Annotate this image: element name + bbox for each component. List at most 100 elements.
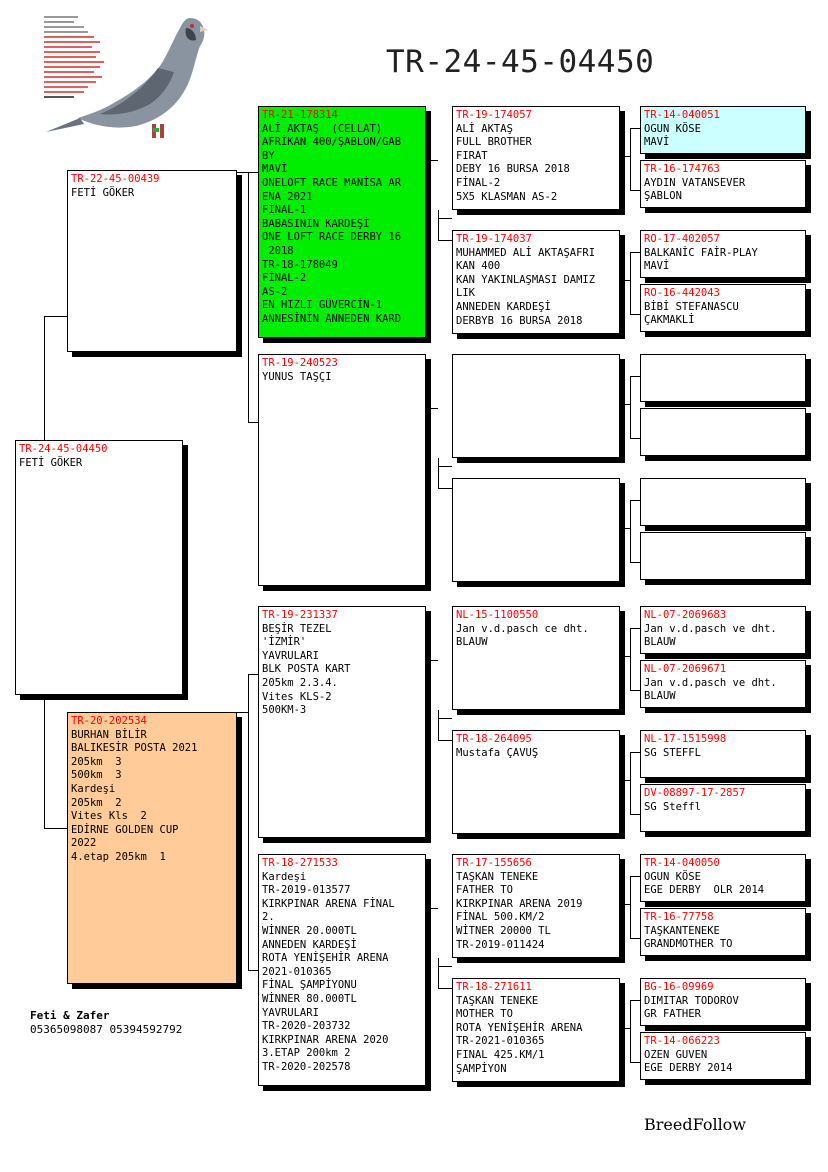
info-line: 2022 <box>71 837 97 850</box>
pedigree-box-g5[interactable] <box>640 354 806 402</box>
ring-number: DV-08897-17-2857 <box>644 787 746 799</box>
info-line: YAVRULARI <box>262 649 319 662</box>
info-line: TAŞKANTENEKE <box>644 924 720 937</box>
pedigree-box-g7[interactable] <box>640 478 806 526</box>
connector-line <box>630 314 640 315</box>
pedigree-box-sds[interactable] <box>452 354 620 458</box>
info-line: EGE DERBY OLR 2014 <box>644 884 765 897</box>
connector-line <box>44 316 67 317</box>
info-line: AYDIN VATANSEVER <box>644 176 746 189</box>
info-line: TR-2020-203732 <box>262 1020 351 1033</box>
connector-line <box>630 128 640 129</box>
connector-line <box>630 500 631 562</box>
info-line: 'İZMİR' <box>262 636 307 649</box>
info-line: EN HIZLI GÜVERCİN-1 <box>262 299 383 312</box>
owner-info: Feti & Zafer 05365098087 05394592792 <box>30 1009 182 1037</box>
ring-number: TR-18-271533 <box>262 857 338 869</box>
pedigree-box-sdd[interactable] <box>452 478 620 582</box>
ring-number: TR-19-240523 <box>262 357 338 369</box>
connector-line <box>426 660 438 661</box>
connector-line <box>630 128 631 190</box>
info-line: Jan v.d.pasch ve dht. <box>644 676 777 689</box>
info-line: AS-2 <box>262 285 288 298</box>
info-line: 2018 <box>262 244 294 257</box>
connector-line <box>630 814 640 815</box>
info-line: BLAUW <box>644 636 676 649</box>
info-line: Mustafa ÇAVUŞ <box>456 746 539 759</box>
info-line: OGUN KÖSE <box>644 122 701 135</box>
info-line: ŞABLON <box>644 190 682 203</box>
info-line: YAVRULARI <box>262 1006 319 1019</box>
info-line: BURHAN BİLİR <box>71 728 147 741</box>
connector-line <box>630 252 631 314</box>
info-line: WİNNER 80.000TL <box>262 992 357 1005</box>
info-line: FİNAL ŞAMPİYONU <box>262 979 357 992</box>
info-line: ENA 2021 <box>262 190 313 203</box>
ring-number: NL-17-1515998 <box>644 733 727 745</box>
connector-line <box>438 718 452 719</box>
info-line: ALİ AKTAŞ (CELLAT) <box>262 122 383 135</box>
ring-number: TR-22-45-00439 <box>71 173 160 185</box>
info-line: FİNAL-2 <box>262 272 307 285</box>
pedigree-box-g8[interactable] <box>640 532 806 580</box>
connector-line <box>438 988 452 989</box>
info-line: EGE DERBY 2014 <box>644 1062 733 1075</box>
info-line: Vites KLS-2 <box>262 690 332 703</box>
ring-number: TR-21-178314 <box>262 109 338 121</box>
connector-line <box>438 218 439 240</box>
info-line: BLAUW <box>456 636 488 649</box>
info-line: 205km 3 <box>71 755 122 768</box>
pedigree-title: TR-24-45-04450 <box>386 44 655 80</box>
connector-line <box>426 908 438 909</box>
connector-line <box>624 404 630 405</box>
info-line: MOTHER TO <box>456 1008 513 1021</box>
connector-line <box>438 240 452 241</box>
info-line: YUNUS TAŞÇI <box>262 370 332 383</box>
ring-number: TR-19-231337 <box>262 609 338 621</box>
connector-line <box>630 190 640 191</box>
info-line: DIMITAR TODOROV <box>644 994 739 1007</box>
connector-line <box>248 674 258 675</box>
info-line: TR-18-178049 <box>262 258 338 271</box>
pedigree-box-g6[interactable] <box>640 408 806 456</box>
info-line: MAVİ <box>644 260 670 273</box>
info-line: BİBİ STEFANASCU <box>644 300 739 313</box>
connector-line <box>630 876 640 877</box>
ring-number: TR-14-040050 <box>644 857 720 869</box>
info-line: FIRAT <box>456 149 488 162</box>
info-line: 2. <box>262 911 275 924</box>
info-line: LIK <box>456 287 475 300</box>
connector-line <box>438 966 452 967</box>
ring-number: RO-17-402057 <box>644 233 720 245</box>
ring-number: TR-14-066223 <box>644 1035 720 1047</box>
owner-name: Feti & Zafer <box>30 1009 110 1022</box>
info-line: Kardeşi <box>262 870 307 883</box>
connector-line <box>237 172 248 173</box>
connector-line <box>624 156 630 157</box>
